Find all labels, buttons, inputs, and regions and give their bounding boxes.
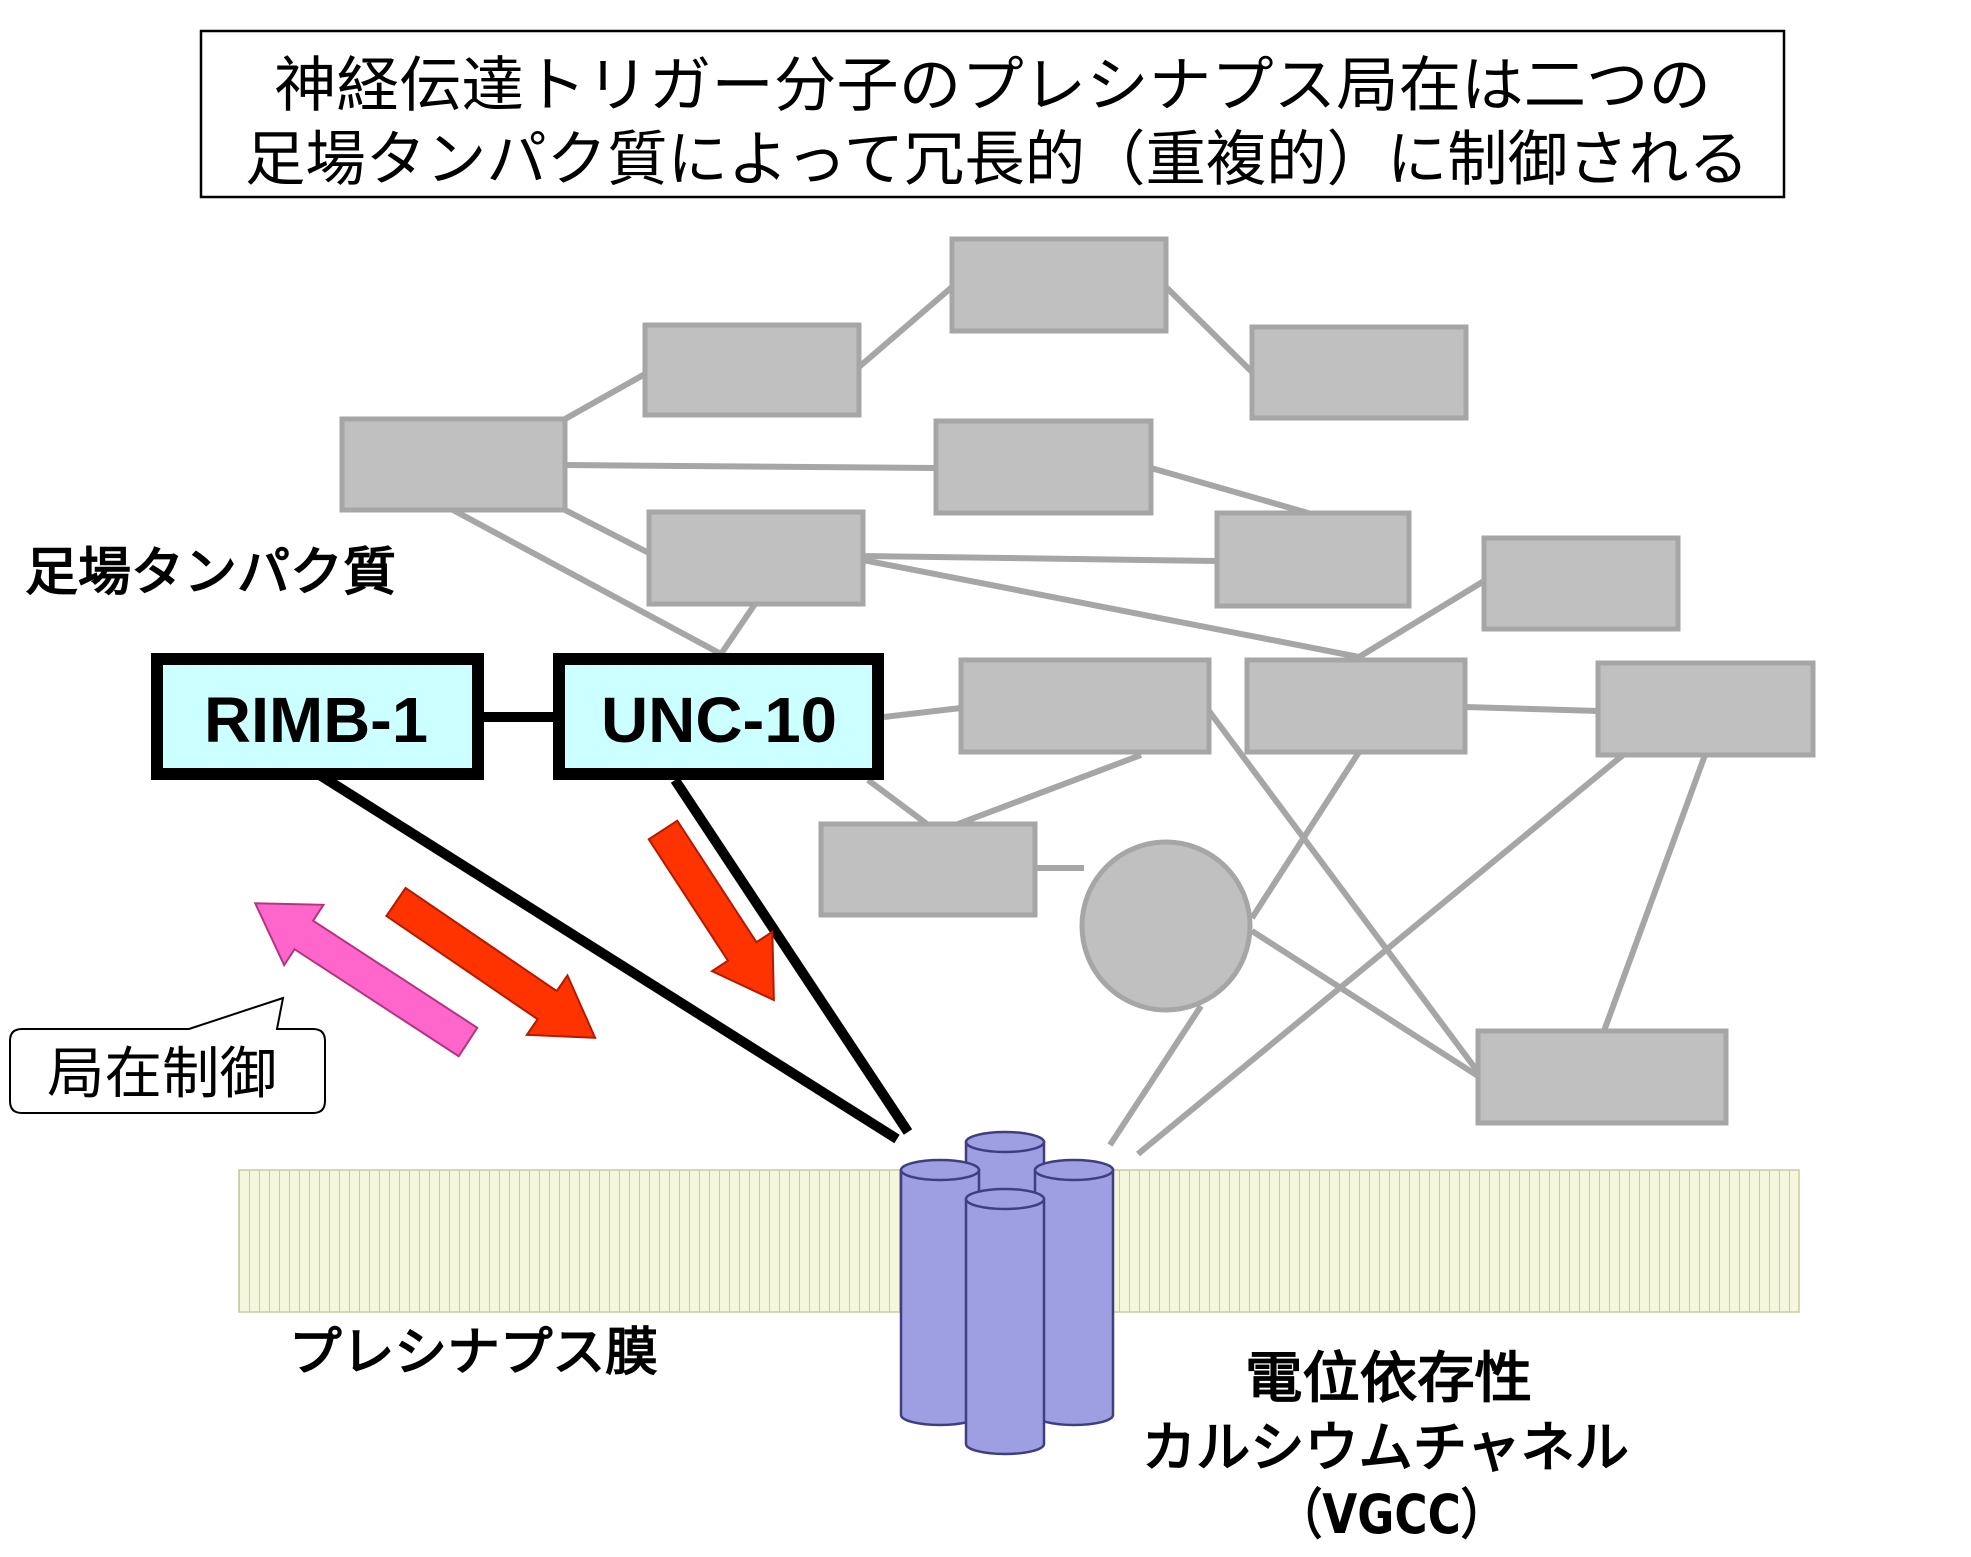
- cylinder-top: [964, 1130, 1046, 1154]
- interaction-line: [1357, 578, 1486, 660]
- interaction-line: [1464, 704, 1599, 714]
- interaction-line: [948, 752, 1143, 830]
- interaction-line: [451, 507, 723, 657]
- scaffold-node: [1595, 660, 1816, 758]
- interaction-line: [883, 705, 962, 720]
- localization-callout: 局在制御: [9, 996, 326, 1114]
- title-box: 神経伝達トリガー分子のプレシナプス局在は二つの 足場タンパク質によって冗長的（重…: [199, 29, 1786, 199]
- interaction-line: [1249, 750, 1362, 920]
- vgcc-label: 電位依存性 カルシウムチャネル （VGCC）: [1142, 1346, 1629, 1546]
- cylinder-top: [964, 1187, 1046, 1211]
- scaffold-node: [1481, 535, 1681, 632]
- rimb1-label: RIMB-1: [204, 684, 428, 756]
- scaffold-node-circle: [1079, 839, 1253, 1013]
- scaffold-node: [1214, 510, 1412, 609]
- interaction-line: [866, 777, 933, 830]
- cylinder-body: [1033, 1168, 1115, 1427]
- interaction-line: [862, 557, 1360, 660]
- interaction-line: [857, 284, 954, 370]
- unc10-to-channel-line: [670, 777, 913, 1135]
- scaffold-node: [958, 657, 1212, 755]
- callout-bubble: [9, 996, 326, 1114]
- scaffold-node: [642, 322, 862, 418]
- cylinder-body: [964, 1197, 1046, 1456]
- vgcc-label-line-1: 電位依存性: [1245, 1346, 1532, 1410]
- rimb1-box: RIMB-1: [151, 653, 484, 780]
- scaffold-node: [1475, 1028, 1729, 1126]
- interaction-line: [563, 507, 651, 556]
- scaffold-proteins-label: 足場タンパク質: [25, 543, 396, 603]
- interaction-line: [1150, 465, 1309, 516]
- interaction-line: [862, 553, 1218, 564]
- presynaptic-membrane-label: プレシナプス膜: [289, 1323, 658, 1383]
- channel-subunit-front: [964, 1187, 1046, 1456]
- scaffold-node: [949, 236, 1169, 334]
- scaffold-node: [818, 821, 1038, 918]
- interaction-line: [1163, 284, 1255, 375]
- interaction-line: [1250, 928, 1480, 1079]
- scaffold-network-nodes: [339, 236, 1816, 1126]
- scaffold-node: [933, 418, 1154, 516]
- red-arrow-rimb1: [385, 886, 597, 1039]
- pink-arrow-localization: [253, 902, 479, 1058]
- scaffold-network-edges: [451, 284, 1708, 1157]
- rimb1-to-channel-line: [315, 769, 900, 1144]
- interaction-line: [1107, 1004, 1204, 1147]
- cylinder-top: [1033, 1158, 1115, 1182]
- cylinder-top: [899, 1158, 981, 1182]
- channel-subunit-right: [1033, 1158, 1115, 1427]
- scaffold-node: [646, 509, 866, 607]
- interaction-line: [563, 371, 647, 422]
- vgcc-channel: [899, 1130, 1115, 1456]
- interaction-line: [1206, 709, 1481, 1074]
- rimb1-frame: [151, 653, 484, 780]
- unc10-frame: [553, 653, 884, 780]
- title-line-2: 足場タンパク質によって冗長的（重複的）に制御される: [245, 125, 1749, 195]
- callout-text: 局在制御: [47, 1042, 277, 1107]
- interaction-line: [564, 462, 937, 471]
- interaction-line: [718, 602, 758, 656]
- interaction-line: [1136, 752, 1625, 1157]
- scaffold-node: [339, 416, 568, 513]
- title-line-1: 神経伝達トリガー分子のプレシナプス局在は二つの: [274, 51, 1711, 121]
- unc10-box: UNC-10: [553, 653, 884, 780]
- title-frame: [199, 29, 1786, 199]
- interaction-line: [1601, 753, 1708, 1033]
- unc10-label: UNC-10: [601, 684, 837, 756]
- scaffold-node: [1244, 657, 1468, 755]
- vgcc-label-line-2: カルシウムチャネル: [1142, 1416, 1629, 1479]
- vgcc-label-line-3: （VGCC）: [1277, 1483, 1506, 1546]
- scaffold-node: [1249, 324, 1469, 421]
- red-arrow-unc10: [647, 819, 775, 1002]
